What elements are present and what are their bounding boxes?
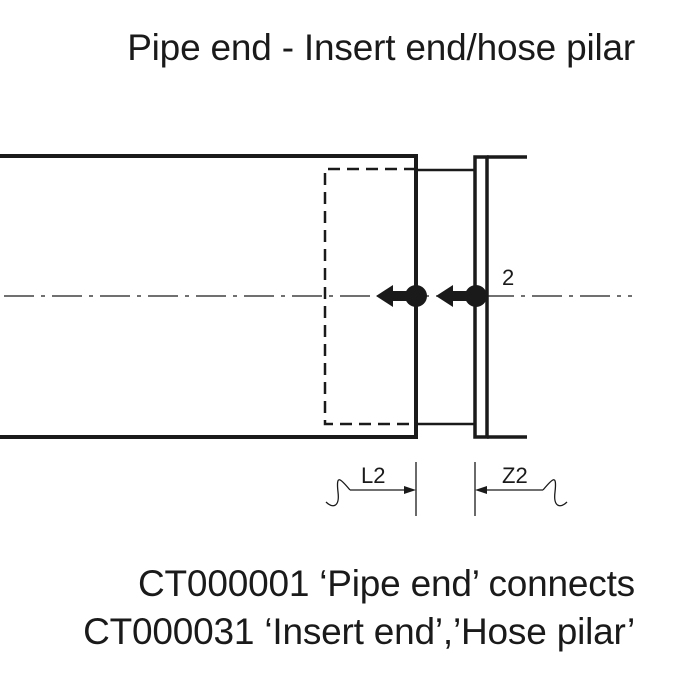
caption-line-1: CT000001 ‘Pipe end’ connects xyxy=(138,563,635,604)
dimension-z2-break-symbol xyxy=(542,479,568,507)
insert-end-arrow xyxy=(436,285,468,307)
pipe-end-arrow xyxy=(376,285,408,307)
dimension-l2-break-symbol xyxy=(325,479,351,507)
diagram-title: Pipe end - Insert end/hose pilar xyxy=(127,27,635,68)
caption-line-2: CT000031 ‘Insert end’,’Hose pilar’ xyxy=(83,611,635,653)
dimension-z2-label: Z2 xyxy=(502,463,528,488)
insert-dashed-outline xyxy=(323,167,416,426)
dimension-l2-arrowhead xyxy=(404,486,416,494)
pipe-end-connection-point xyxy=(405,285,427,307)
dimension-l2-label: L2 xyxy=(361,463,385,488)
diagram-caption: CT000001 ‘Pipe end’ connects CT000031 ‘I… xyxy=(83,560,635,656)
connection-point-label: 2 xyxy=(502,265,514,290)
insert-end-connection-point xyxy=(465,285,487,307)
dimension-z2-arrowhead xyxy=(475,486,487,494)
